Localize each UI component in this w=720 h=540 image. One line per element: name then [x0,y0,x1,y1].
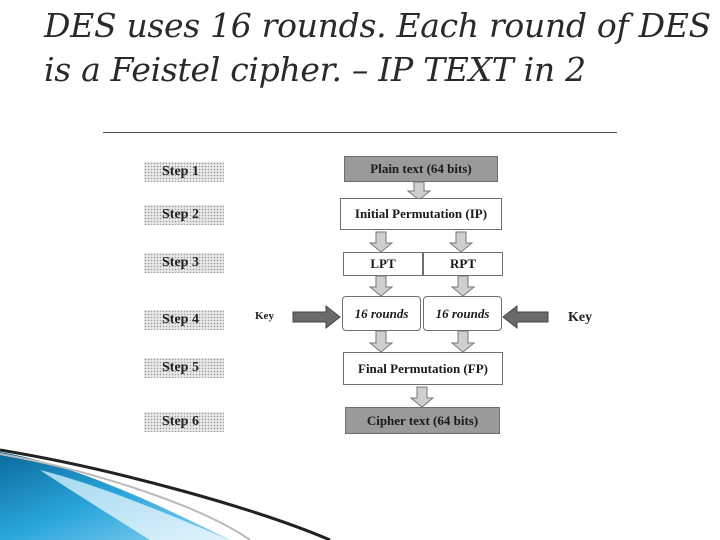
arrow-rounds-to-fp-left [370,331,392,352]
key-label-right: Key [568,310,592,326]
decorative-swoosh [0,440,380,540]
rpt-box: RPT [423,252,503,276]
arrow-fp-to-ciphertext [411,387,433,407]
arrow-rounds-to-fp-right [452,331,474,352]
cipher-text-box: Cipher text (64 bits) [345,407,500,434]
arrow-lpt-to-rounds [370,276,392,296]
rounds-right-box: 16 rounds [423,296,502,331]
key-arrow-left [293,306,340,328]
lpt-box: LPT [343,252,423,276]
plain-text-box: Plain text (64 bits) [344,156,498,182]
key-arrow-right [503,306,548,328]
arrow-ip-to-lpt [370,232,392,252]
key-label-left: Key [255,310,274,322]
initial-permutation-box: Initial Permutation (IP) [340,198,502,230]
rounds-left-box: 16 rounds [342,296,421,331]
arrow-rpt-to-rounds [452,276,474,296]
final-permutation-box: Final Permutation (FP) [343,352,503,385]
arrow-ip-to-rpt [450,232,472,252]
